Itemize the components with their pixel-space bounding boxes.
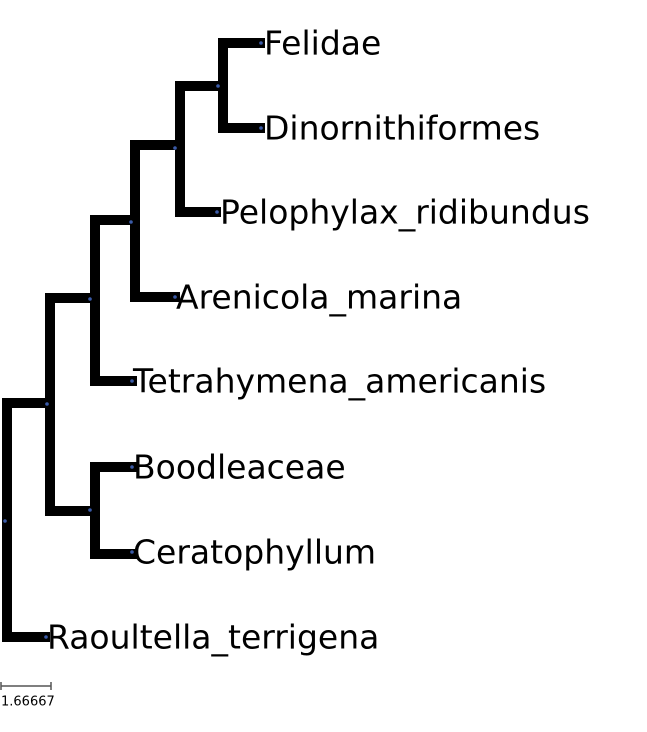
leaf-label-ceratophyllum: Ceratophyllum (133, 533, 376, 572)
leaf-dot-dinornithiformes (259, 126, 263, 130)
node-clade-a (45, 402, 49, 406)
branch-clade-e (175, 81, 221, 217)
tree-nodes (3, 41, 263, 639)
branch-clade-d (130, 140, 180, 302)
scale-bar-line (0, 682, 52, 690)
leaf-dot-raoultella (44, 635, 48, 639)
node-clade-e (173, 146, 177, 150)
leaf-dot-pelophylax (215, 210, 219, 214)
node-root (3, 519, 7, 523)
node-clade-d (129, 220, 133, 224)
node-clade-f (216, 84, 220, 88)
leaf-dot-tetrahymena (130, 379, 134, 383)
branch-clade-a (45, 293, 95, 516)
tree-branches (2, 38, 265, 642)
leaf-label-pelophylax: Pelophylax_ridibundus (220, 193, 590, 232)
scale-bar: 1.66667 (0, 682, 55, 710)
branch-clade-c (90, 215, 137, 386)
leaf-label-felidae: Felidae (264, 24, 381, 63)
node-clade-b (88, 508, 92, 512)
leaf-dot-boodleaceae (130, 465, 134, 469)
node-clade-c (88, 297, 92, 301)
leaf-dot-arenicola (173, 295, 177, 299)
scale-bar-label: 1.66667 (1, 695, 55, 710)
leaf-label-boodleaceae: Boodleaceae (133, 448, 346, 487)
leaf-labels: Felidae Dinornithiformes Pelophylax_ridi… (47, 24, 590, 657)
leaf-label-raoultella: Raoultella_terrigena (47, 618, 379, 657)
leaf-label-arenicola: Arenicola_marina (176, 278, 462, 317)
leaf-dot-felidae (259, 41, 263, 45)
branch-clade-f (218, 38, 265, 133)
branch-root (2, 398, 50, 642)
branch-clade-b (90, 462, 137, 559)
leaf-dot-ceratophyllum (130, 550, 134, 554)
leaf-label-tetrahymena: Tetrahymena_americanis (132, 362, 546, 401)
leaf-label-dinornithiformes: Dinornithiformes (264, 109, 540, 148)
